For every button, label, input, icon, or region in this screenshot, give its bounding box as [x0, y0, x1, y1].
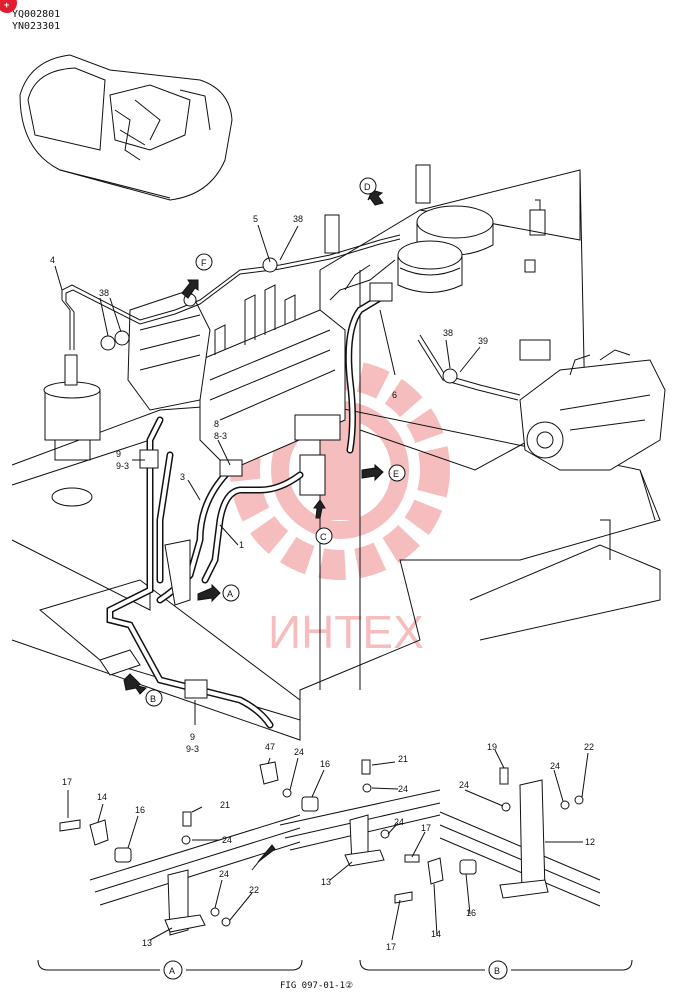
svg-text:A: A: [169, 966, 175, 976]
callout-9-3-bottom: 9-3: [186, 744, 199, 754]
watermark-text: ИНТЕХ: [268, 606, 424, 658]
filter-assembly: [397, 240, 463, 293]
main-frame: [11, 169, 661, 741]
machine-overview-illustration: [19, 54, 233, 201]
control-valve: [199, 284, 346, 496]
swing-motor: [127, 289, 211, 411]
a-callout-24-upper: 24: [222, 835, 232, 845]
a-callout-16: 16: [135, 805, 145, 815]
mid-callout-47: 47: [265, 742, 275, 752]
svg-text:A: A: [227, 589, 233, 599]
a-callout-13: 13: [142, 938, 152, 948]
detail-b-drawing: [439, 749, 601, 907]
a-callout-24-lower: 24: [219, 869, 229, 879]
corner-badge-icon: [0, 0, 17, 13]
callout-38-right: 38: [443, 328, 453, 338]
a-callout-21: 21: [220, 800, 230, 810]
b-callout-19: 19: [487, 742, 497, 752]
svg-text:+: +: [4, 0, 9, 10]
detail-a-brace: A: [37, 959, 303, 980]
b-callout-24: 24: [459, 780, 469, 790]
svg-text:B: B: [150, 694, 156, 704]
view-marker-b: B: [145, 689, 163, 707]
mid-callout-17: 17: [421, 823, 431, 833]
callout-9-3-top: 9-3: [116, 461, 129, 471]
mid-callout-16-b: 16: [466, 908, 476, 918]
view-marker-c: C: [315, 527, 333, 545]
a-callout-17: 17: [62, 777, 72, 787]
svg-text:F: F: [201, 258, 207, 268]
view-marker-d: D: [359, 177, 377, 195]
mid-callout-24-c: 24: [394, 817, 404, 827]
b-callout-22: 22: [584, 742, 594, 752]
callout-38-left: 38: [99, 288, 109, 298]
mid-callout-21: 21: [398, 754, 408, 764]
detail-a-drawing: [59, 790, 301, 941]
clamps: [99, 257, 458, 676]
mid-callout-16: 16: [320, 759, 330, 769]
a-callout-22: 22: [249, 885, 259, 895]
callout-4: 4: [50, 255, 55, 265]
detail-b-brace: B: [359, 959, 633, 980]
detail-middle-drawing: [259, 757, 477, 941]
mid-callout-24-b: 24: [398, 784, 408, 794]
callout-leaders: [54, 224, 481, 725]
callout-9-bottom: 9: [190, 732, 195, 742]
mid-callout-13: 13: [321, 877, 331, 887]
mid-callout-14: 14: [431, 929, 441, 939]
callout-8-3: 8-3: [214, 431, 227, 441]
callout-5: 5: [253, 214, 258, 224]
drawing-code-2: YN023301: [12, 21, 61, 32]
swivel-joint: [43, 354, 101, 461]
view-marker-e: E: [388, 464, 406, 482]
callout-3: 3: [180, 472, 185, 482]
a-callout-14: 14: [97, 792, 107, 802]
callout-1: 1: [239, 540, 244, 550]
b-callout-12: 12: [585, 837, 595, 847]
view-marker-f: F: [195, 253, 213, 271]
drawing-code-1: YQ002801: [12, 9, 61, 20]
callout-9-top: 9: [116, 449, 121, 459]
callout-38-top: 38: [293, 214, 303, 224]
mid-callout-17-b: 17: [386, 942, 396, 952]
callout-39: 39: [478, 336, 488, 346]
b-callout-24-b: 24: [550, 761, 560, 771]
svg-text:B: B: [494, 966, 500, 976]
callout-6: 6: [392, 390, 397, 400]
view-marker-a: A: [222, 584, 240, 602]
svg-text:E: E: [393, 469, 399, 479]
svg-text:C: C: [320, 532, 327, 542]
mid-callout-24: 24: [294, 747, 304, 757]
figure-caption: FIG 097-01-1②: [280, 981, 353, 991]
callout-8: 8: [214, 419, 219, 429]
svg-text:D: D: [364, 182, 371, 192]
hose-lines: [61, 234, 521, 729]
view-arrows: [123, 189, 384, 695]
hydraulic-pump: [519, 349, 666, 471]
